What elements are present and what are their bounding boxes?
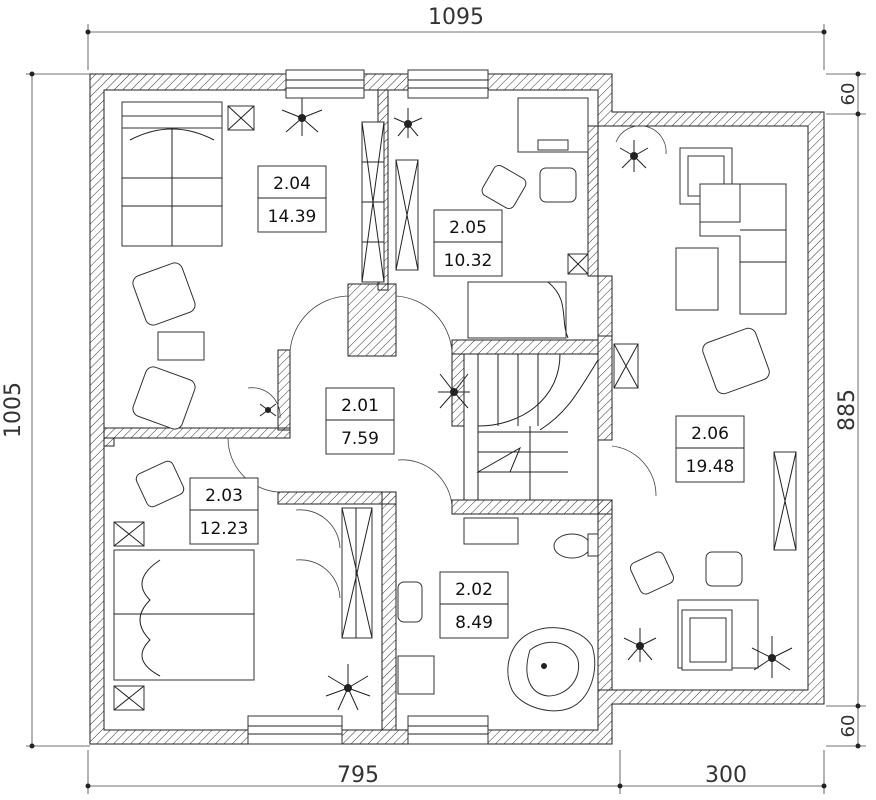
- living-2-06-furniture: [613, 147, 797, 671]
- windows: [247, 69, 489, 745]
- room-id: 2.02: [455, 580, 493, 600]
- dimension-lines: [26, 24, 866, 794]
- bathroom-2-02-furniture: [397, 517, 599, 712]
- dim-bottom-left: 795: [337, 763, 379, 788]
- doors: [227, 125, 667, 599]
- dim-right-top-offset: 60: [838, 83, 859, 106]
- dim-right-bottom-offset: 60: [838, 715, 859, 738]
- room-label-2-02: 2.02 8.49: [439, 571, 509, 639]
- room-area: 12.23: [200, 519, 249, 539]
- room-area: 10.32: [444, 251, 493, 271]
- dim-right-height: 885: [835, 389, 860, 431]
- room-label-2-01: 2.01 7.59: [325, 387, 395, 455]
- room-label-2-04: 2.04 14.39: [257, 165, 327, 233]
- bedroom-2-03-furniture: [113, 460, 373, 711]
- plants: [259, 98, 793, 711]
- room-id: 2.03: [205, 486, 243, 506]
- dim-top-width: 1095: [428, 5, 484, 30]
- room-id: 2.01: [341, 396, 379, 416]
- room-area: 7.59: [341, 429, 379, 449]
- room-label-2-05: 2.05 10.32: [433, 209, 503, 277]
- dim-left-height: 1005: [1, 382, 26, 438]
- dim-bottom-right: 300: [705, 763, 747, 788]
- room-id: 2.06: [691, 424, 729, 444]
- room-area: 14.39: [268, 207, 317, 227]
- room-label-2-06: 2.06 19.48: [675, 415, 745, 483]
- staircase: [463, 353, 599, 501]
- office-2-05-furniture: [395, 97, 589, 339]
- room-id: 2.05: [449, 218, 487, 238]
- room-id: 2.04: [273, 174, 311, 194]
- walls: [89, 73, 825, 745]
- room-label-2-03: 2.03 12.23: [189, 477, 259, 545]
- bedroom-2-04-furniture: [121, 101, 385, 430]
- room-area: 8.49: [455, 613, 493, 633]
- room-area: 19.48: [686, 457, 735, 477]
